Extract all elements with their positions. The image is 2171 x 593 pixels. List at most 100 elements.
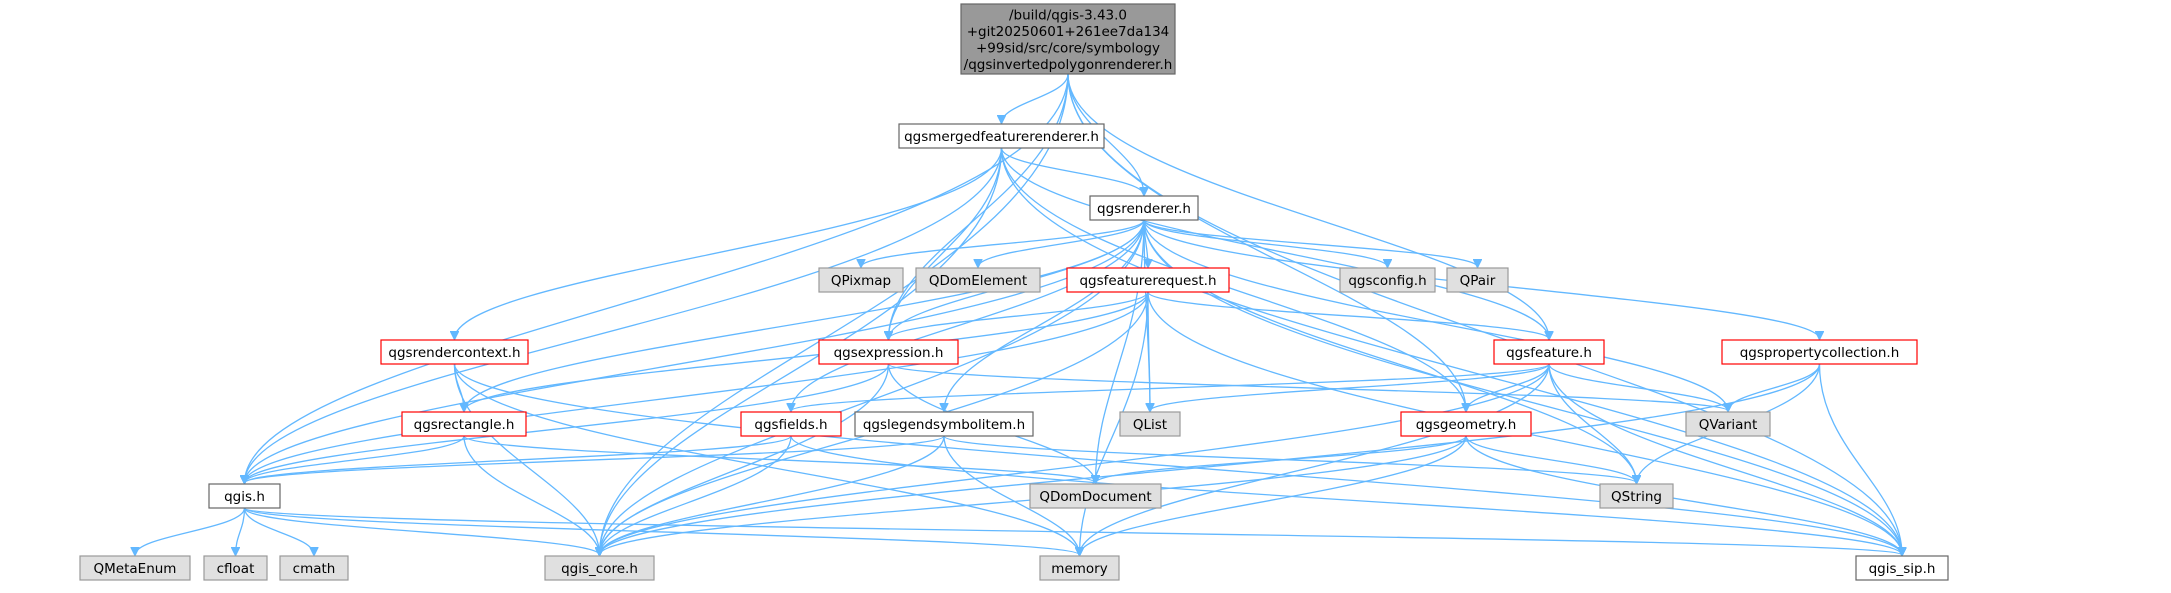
node-label: QMetaEnum	[94, 561, 177, 577]
node-main[interactable]: /build/qgis-3.43.0+git20250601+261ee7da1…	[960, 3, 1176, 75]
node-label: +git20250601+261ee7da134	[967, 24, 1170, 40]
edge-line	[600, 73, 1069, 555]
node-geometry[interactable]: qgsgeometry.h	[1400, 411, 1532, 437]
edge-merged-to-qgissip	[1000, 147, 1903, 555]
node-renderer[interactable]: qgsrenderer.h	[1089, 195, 1199, 221]
edge-line	[1143, 219, 1637, 483]
edge-line	[1148, 291, 1150, 411]
edge-line	[1548, 363, 1728, 411]
node-box	[1400, 411, 1532, 437]
edge-line	[1548, 363, 1637, 483]
edge-line	[887, 363, 1729, 411]
node-rendercontext[interactable]: qgsrendercontext.h	[380, 339, 529, 365]
edge-merged-to-geometry	[1000, 147, 1467, 411]
node-qpixmap: QPixmap	[818, 267, 904, 293]
node-qgis[interactable]: qgis.h	[208, 483, 281, 509]
node-qgiscore: qgis_core.h	[544, 555, 655, 581]
edge-line	[600, 435, 792, 555]
node-fields[interactable]: qgsfields.h	[740, 411, 842, 437]
node-box	[915, 267, 1041, 293]
edge-line	[1000, 147, 1903, 555]
node-box	[818, 339, 959, 365]
edge-qgis-to-qgissip	[243, 507, 1903, 555]
node-featurerequest[interactable]: qgsfeaturerequest.h	[1066, 267, 1230, 293]
edge-qgis-to-qgiscore	[243, 507, 600, 555]
node-box	[1493, 339, 1605, 365]
edge-line	[245, 435, 465, 483]
edge-line	[600, 147, 1003, 555]
node-qdomelement: QDomElement	[915, 267, 1041, 293]
node-label: qgsfields.h	[754, 417, 827, 433]
node-merged[interactable]: qgsmergedfeaturerenderer.h	[898, 123, 1105, 149]
edge-rendercontext-to-qgissip	[453, 363, 1903, 555]
edge-featurerequest-to-expression	[889, 291, 1149, 339]
edge-line	[245, 435, 792, 483]
edge-line	[1147, 291, 1549, 339]
edge-line	[861, 219, 1145, 267]
edge-line	[1466, 363, 1550, 411]
edge-line	[245, 219, 1145, 483]
node-rectangle[interactable]: qgsrectangle.h	[401, 411, 527, 437]
edge-line	[1096, 219, 1145, 483]
edge-line	[1150, 363, 1550, 411]
edge-main-to-qgiscore	[600, 73, 1069, 555]
edge-line	[243, 507, 315, 555]
edge-featurerequest-to-rectangle	[464, 291, 1149, 411]
edge-line	[600, 363, 1821, 555]
edge-line	[245, 363, 890, 483]
edge-line	[1000, 147, 1467, 411]
node-label: qgis_sip.h	[1869, 561, 1936, 577]
node-propcollection[interactable]: qgspropertycollection.h	[1721, 339, 1918, 365]
edge-legendsymbol-to-qstring	[943, 435, 1637, 483]
edge-line	[243, 507, 1903, 555]
node-qgsconfig: qgsconfig.h	[1339, 267, 1436, 293]
node-qgissip[interactable]: qgis_sip.h	[1855, 555, 1949, 581]
node-qvariant: QVariant	[1685, 411, 1771, 437]
edge-line	[464, 219, 1145, 411]
node-label: qgsmergedfeaturerenderer.h	[904, 129, 1099, 145]
edge-line	[1548, 363, 1902, 555]
edge-fields-to-qgissip	[790, 435, 1902, 555]
edge-line	[1143, 219, 1478, 267]
edge-qgis-to-qmetaenum	[135, 507, 246, 555]
edge-line	[790, 435, 1902, 555]
edge-line	[245, 73, 1069, 483]
edge-expression-to-qgis	[245, 363, 890, 483]
node-box	[1119, 411, 1181, 437]
edge-rectangle-to-qdomdocument	[463, 435, 1096, 483]
node-box	[401, 411, 527, 437]
edge-geometry-to-qdomdocument	[1096, 435, 1467, 483]
node-qpair: QPair	[1446, 267, 1509, 293]
edge-expression-to-qgiscore	[600, 363, 890, 555]
edge-geometry-to-qgissip	[1465, 435, 1902, 555]
edge-line	[791, 219, 1145, 411]
edge-feature-to-qgissip	[1548, 363, 1902, 555]
node-label: /qgsinvertedpolygonrenderer.h	[964, 57, 1173, 73]
node-legendsymbol[interactable]: qgslegendsymbolitem.h	[854, 411, 1034, 437]
edge-merged-to-qgis	[245, 147, 1003, 483]
node-label: QPixmap	[831, 273, 891, 289]
edge-line	[243, 507, 600, 555]
node-label: memory	[1051, 561, 1107, 577]
edge-line	[1080, 291, 1149, 555]
edge-fields-to-qgis	[245, 435, 792, 483]
node-box	[1721, 339, 1918, 365]
edge-renderer-to-rectangle	[464, 219, 1145, 411]
edge-featurerequest-to-feature	[1147, 291, 1549, 339]
node-label: qgspropertycollection.h	[1740, 345, 1900, 361]
node-expression[interactable]: qgsexpression.h	[818, 339, 959, 365]
edge-line	[600, 363, 1550, 555]
node-label: qgsrendercontext.h	[388, 345, 520, 361]
edge-feature-to-qstring	[1548, 363, 1637, 483]
edge-line	[464, 291, 1149, 411]
edge-rectangle-to-qgiscore	[463, 435, 600, 555]
node-box	[818, 267, 904, 293]
node-label: QPair	[1460, 273, 1496, 289]
edge-line	[978, 219, 1145, 267]
node-feature[interactable]: qgsfeature.h	[1493, 339, 1605, 365]
edge-merged-to-renderer	[1000, 147, 1145, 195]
edge-featurerequest-to-qgis	[245, 291, 1149, 483]
edge-propcollection-to-qvariant	[1728, 363, 1821, 411]
edge-main-to-feature	[1067, 73, 1549, 339]
node-box	[1685, 411, 1771, 437]
